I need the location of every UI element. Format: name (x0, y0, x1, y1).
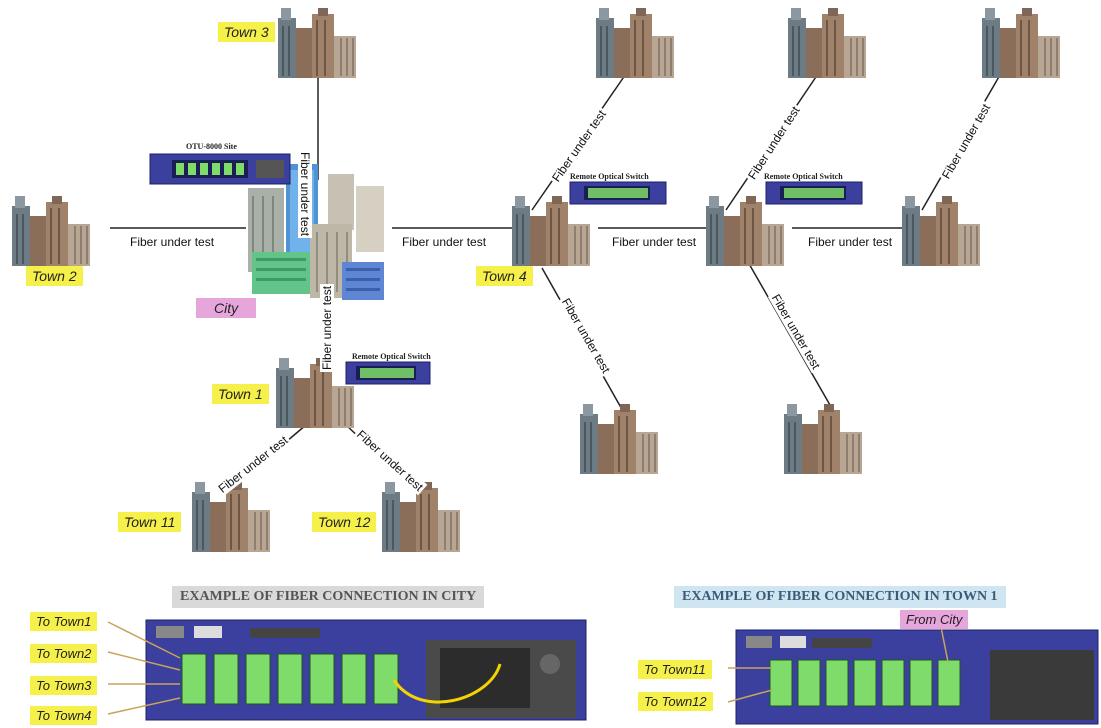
town12-label: Town 12 (312, 512, 377, 532)
town1-buildings (276, 358, 354, 428)
caption-town1-example: EXAMPLE OF FIBER CONNECTION IN TOWN 1 (674, 586, 1006, 608)
town2-label: Town 2 (26, 266, 83, 286)
town1-rack-panel (727, 621, 1099, 725)
town4-label: Town 4 (476, 266, 533, 286)
east2-buildings (902, 196, 980, 266)
remote-switch-east1 (765, 181, 863, 205)
remote-switch-town1 (345, 361, 431, 385)
to-town4-label: To Town4 (30, 706, 98, 725)
remote-switch-caption-town4: Remote Optical Switch (570, 172, 649, 181)
se2-buildings (784, 404, 862, 474)
town12-buildings (382, 482, 460, 552)
town11-buildings (192, 482, 270, 552)
ne3-buildings (982, 8, 1060, 78)
city-skyline (248, 164, 384, 300)
remote-switch-town4 (569, 181, 667, 205)
town3-buildings (278, 8, 356, 78)
town1-label: Town 1 (212, 384, 269, 404)
town2-buildings (12, 196, 90, 266)
remote-switch-caption-east: Remote Optical Switch (764, 172, 843, 181)
town4-buildings (512, 196, 590, 266)
fiber-label-city-town4: Fiber under test (400, 235, 489, 249)
fiber-label-city-town1: Fiber under test (320, 283, 334, 372)
town3-label: Town 3 (218, 22, 275, 42)
caption-city-example: EXAMPLE OF FIBER CONNECTION IN CITY (172, 586, 485, 608)
se1-buildings (580, 404, 658, 474)
city-label: City (196, 298, 257, 318)
city-rack-panel (107, 619, 587, 721)
ne1-buildings (596, 8, 674, 78)
to-town2-label: To Town2 (30, 644, 98, 663)
fiber-label-town4-east: Fiber under test (610, 235, 699, 249)
otu-site-caption: OTU-8000 Site (186, 142, 237, 151)
remote-switch-caption-town1: Remote Optical Switch (352, 352, 431, 361)
to-town11-label: To Town11 (638, 660, 712, 679)
fiber-lines (110, 67, 1005, 501)
east1-buildings (706, 196, 784, 266)
fiber-label-east1-east2: Fiber under test (806, 235, 895, 249)
to-town3-label: To Town3 (30, 676, 98, 695)
fiber-label-city-town2: Fiber under test (128, 235, 217, 249)
town11-label: Town 11 (118, 512, 182, 532)
to-town1-label: To Town1 (30, 612, 98, 631)
otu-8000-rack (149, 153, 291, 185)
ne2-buildings (788, 8, 866, 78)
to-town12-label: To Town12 (638, 692, 713, 711)
fiber-label-city-town3: Fiber under test (298, 150, 312, 239)
from-city-label: From City (900, 610, 969, 629)
